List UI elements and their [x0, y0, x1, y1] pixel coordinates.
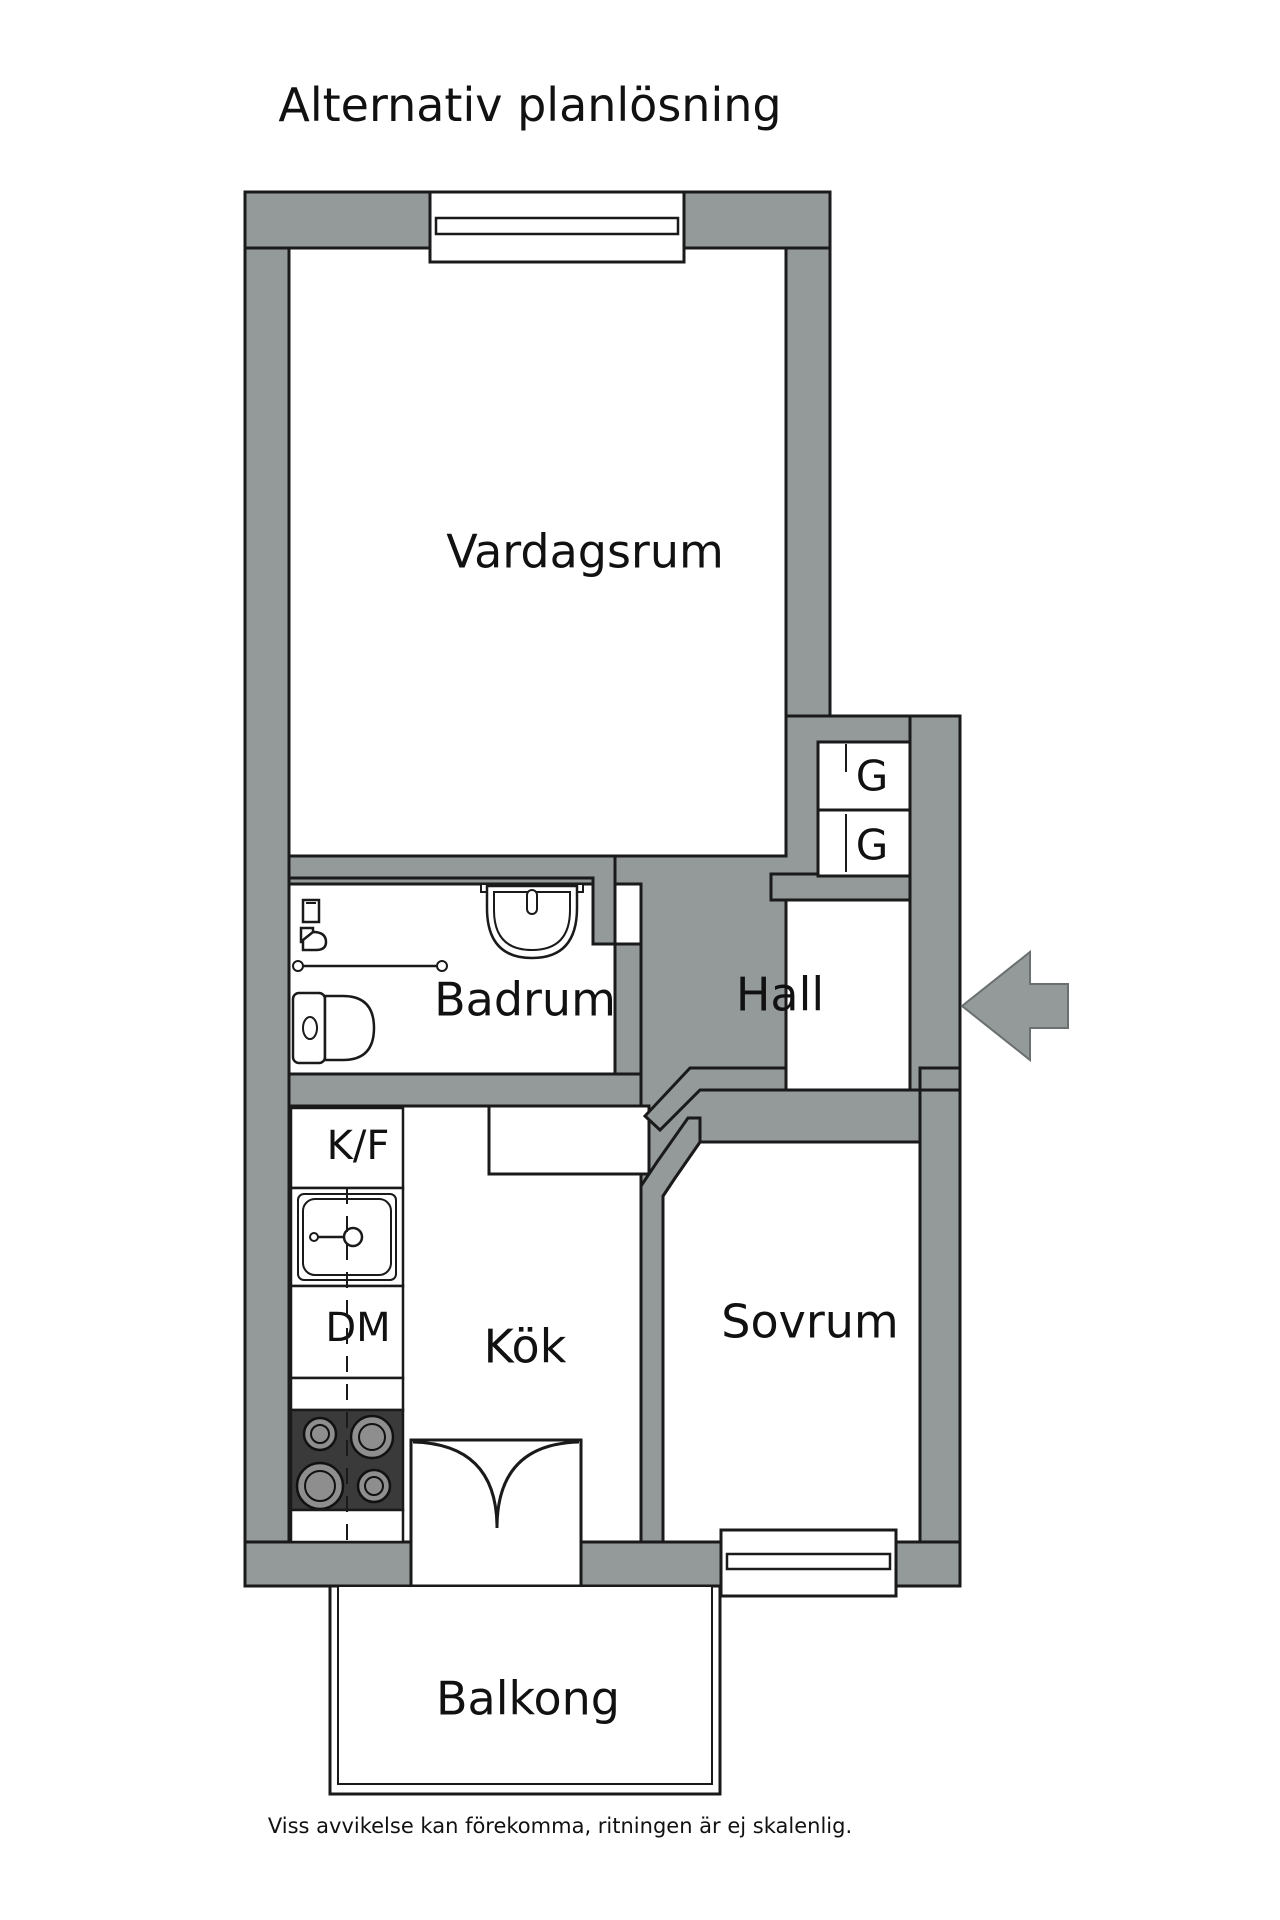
shower-mixer-icon: [299, 898, 328, 952]
page-title: Alternativ planlösning: [278, 78, 782, 132]
entrance-arrow-icon: [960, 949, 1069, 1063]
room-label-vardagsrum: Vardagsrum: [446, 525, 724, 579]
curtain-rail-end-right: [436, 960, 448, 972]
balcony-outline-inner: [337, 1585, 713, 1785]
room-label-balkong: Balkong: [436, 1672, 620, 1726]
wardrobe-lower-box[interactable]: [816, 808, 912, 878]
shower-curtain-rail-icon: [292, 960, 448, 972]
fridge-freezer-label: K/F: [327, 1123, 390, 1169]
wall-hall-sovrum-angled: [639, 1116, 702, 1544]
kitchen-sink-icon: [289, 1186, 405, 1288]
curtain-rail-end-left: [292, 960, 304, 972]
room-label-badrum: Badrum: [434, 973, 616, 1027]
wardrobe-lower-label: G: [856, 821, 889, 870]
wardrobe-group: G G: [816, 740, 912, 878]
mixer-spout: [301, 930, 328, 952]
wall-bath-kitchen: [287, 1072, 643, 1108]
balcony-door-swing-right[interactable]: [495, 1440, 580, 1529]
wardrobe-upper-box[interactable]: [816, 740, 912, 812]
fridge-freezer-unit[interactable]: [289, 1106, 405, 1190]
stove-burner-tl-inner: [304, 1470, 336, 1502]
entrance-arrow-shape: [960, 949, 1069, 1063]
stove-burner-bl-inner: [310, 1424, 330, 1444]
dishwasher-label: DM: [325, 1305, 390, 1351]
wall-wardrobe-right: [908, 714, 962, 1092]
wardrobe-upper-label: G: [856, 752, 889, 801]
bathroom-counter: [487, 1104, 651, 1176]
bedroom-window-glass: [725, 1552, 892, 1571]
toilet-icon: [291, 991, 376, 1065]
wall-living-right: [784, 246, 832, 718]
doors: [412, 1440, 580, 1529]
wall-entrance-jamb-top: [918, 1066, 962, 1092]
window-bedroom: [719, 1528, 898, 1598]
toilet-flush: [302, 1016, 318, 1040]
room-labels: Vardagsrum Badrum Hall Kök Sovrum Balkon…: [434, 525, 899, 1726]
room-label-kok: Kök: [484, 1320, 567, 1374]
kitchen-sink-faucet-base: [309, 1232, 319, 1242]
vardagsrum-floor: [287, 246, 788, 858]
sink-faucet: [526, 889, 538, 915]
balcony-area: [328, 1584, 722, 1796]
bathroom-sink-icon: [480, 883, 584, 960]
mixer-body: [301, 898, 321, 924]
wall-outer-left: [243, 190, 291, 1588]
stove-burner-br-inner: [358, 1423, 386, 1451]
kitchen-counter-gap: [289, 1376, 405, 1412]
window-living-room: [428, 190, 686, 264]
balcony-door-swing-left[interactable]: [412, 1440, 499, 1529]
stove-burner-tr-inner: [364, 1476, 384, 1496]
room-label-sovrum: Sovrum: [721, 1295, 898, 1349]
toilet-bowl: [323, 994, 376, 1062]
wall-under-wardrobes: [769, 872, 912, 902]
living-room-window-glass: [434, 216, 680, 236]
wall-hall-right-lower: [918, 1088, 962, 1588]
bathroom-fixtures: [291, 883, 584, 1065]
room-label-hall: Hall: [736, 968, 824, 1022]
kitchen-units: K/F DM: [289, 1106, 405, 1544]
plan-disclaimer: Viss avvikelse kan förekomma, ritningen …: [267, 1814, 853, 1838]
wall-hall-bottom-angled: [642, 1066, 788, 1133]
wall-bath-hall: [613, 942, 643, 1076]
sink-bowl-inner: [493, 891, 571, 952]
